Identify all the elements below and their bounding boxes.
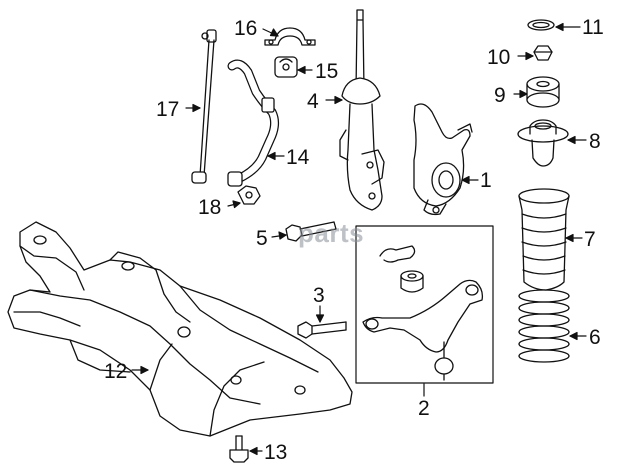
strut-bolt-part xyxy=(285,221,337,242)
callout-5: 5 xyxy=(256,227,268,250)
callout-18: 18 xyxy=(198,196,222,219)
stabilizer-bracket-part xyxy=(264,27,316,46)
watermark-text: parts xyxy=(298,218,365,248)
callout-6: 6 xyxy=(589,326,601,349)
callout-7: 7 xyxy=(584,228,596,251)
callout-17: 17 xyxy=(156,98,180,121)
callout-13: 13 xyxy=(264,441,288,464)
callout-9: 9 xyxy=(494,84,506,107)
leader-lines xyxy=(131,22,587,456)
lower-arm-box xyxy=(355,225,494,384)
callout-10: 10 xyxy=(487,46,511,69)
strut-nut-part xyxy=(533,45,553,61)
strut-mount-part xyxy=(526,76,560,108)
dust-boot-part xyxy=(518,188,570,291)
callout-1: 1 xyxy=(480,169,492,192)
steering-knuckle-part xyxy=(413,103,473,216)
arm-bolt-part xyxy=(297,321,347,339)
crossmember-part xyxy=(7,221,353,437)
callout-4: 4 xyxy=(307,90,319,113)
callout-15: 15 xyxy=(315,60,339,83)
stabilizer-bushing-part xyxy=(274,56,298,78)
strut-assembly-part xyxy=(339,9,385,211)
callout-12: 12 xyxy=(104,360,128,383)
callout-14: 14 xyxy=(286,146,310,169)
stabilizer-nut-part xyxy=(237,185,261,205)
callout-3: 3 xyxy=(313,284,325,307)
callout-2: 2 xyxy=(418,397,430,420)
coil-spring-part xyxy=(518,289,570,363)
stabilizer-bar-part xyxy=(227,59,280,187)
crossmember-bolt-part xyxy=(229,435,249,463)
callout-16: 16 xyxy=(234,17,258,40)
bearing-seat-part xyxy=(517,119,569,167)
seal-ring-part xyxy=(527,19,555,31)
callout-8: 8 xyxy=(589,130,601,153)
stabilizer-link-part xyxy=(191,29,217,184)
callout-11: 11 xyxy=(582,16,604,39)
